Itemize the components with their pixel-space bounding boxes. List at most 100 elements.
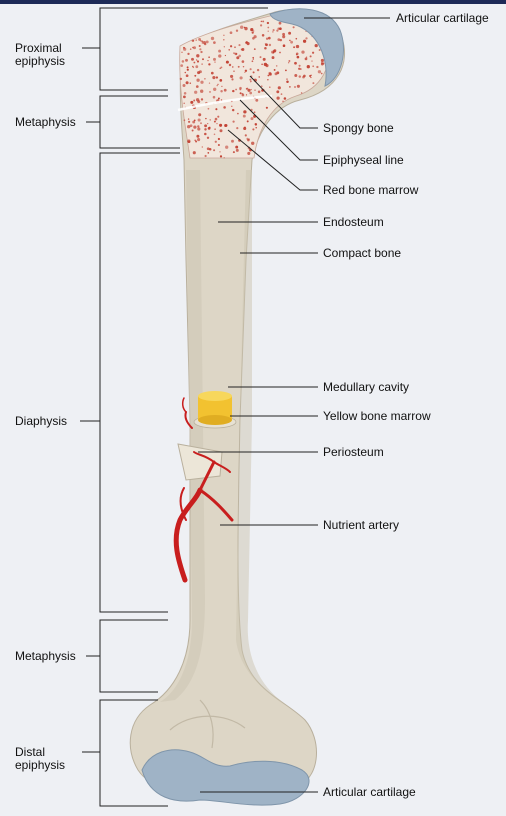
spongy-speck xyxy=(187,139,191,143)
spongy-speck xyxy=(200,80,204,84)
spongy-speck xyxy=(240,25,244,29)
spongy-speck xyxy=(252,71,255,74)
spongy-speck xyxy=(282,44,286,47)
spongy-speck xyxy=(269,86,271,88)
spongy-speck xyxy=(277,86,281,90)
spongy-speck xyxy=(250,28,254,32)
spongy-speck xyxy=(272,31,274,33)
label-articular-cartilage-bottom: Articular cartilage xyxy=(323,785,416,799)
spongy-speck xyxy=(213,87,217,91)
spongy-speck xyxy=(214,117,218,121)
spongy-speck xyxy=(196,134,200,138)
spongy-speck xyxy=(279,27,282,31)
spongy-speck xyxy=(216,122,218,125)
spongy-speck xyxy=(305,37,308,40)
spongy-speck xyxy=(254,123,257,126)
spongy-speck xyxy=(320,61,323,64)
spongy-speck xyxy=(217,137,221,141)
spongy-speck xyxy=(217,97,220,100)
spongy-speck xyxy=(247,151,251,155)
spongy-speck xyxy=(233,70,235,72)
spongy-speck xyxy=(301,50,305,54)
spongy-speck xyxy=(235,145,239,149)
spongy-speck xyxy=(276,29,279,32)
spongy-speck xyxy=(260,20,263,23)
spongy-speck xyxy=(265,37,269,40)
spongy-speck xyxy=(251,141,255,145)
spongy-speck xyxy=(258,76,260,78)
spongy-speck xyxy=(213,41,216,44)
spongy-speck xyxy=(249,91,253,95)
spongy-speck xyxy=(198,37,202,41)
spongy-speck xyxy=(185,58,188,62)
spongy-speck xyxy=(239,76,243,80)
spongy-speck xyxy=(216,84,218,87)
spongy-speck xyxy=(223,157,225,159)
spongy-speck xyxy=(231,139,234,143)
label-periosteum: Periosteum xyxy=(323,445,384,459)
spongy-speck xyxy=(228,49,230,51)
spongy-speck xyxy=(232,89,235,93)
spongy-speck xyxy=(195,85,199,88)
spongy-speck xyxy=(264,46,267,50)
spongy-speck xyxy=(197,118,201,122)
label-endosteum: Endosteum xyxy=(323,215,384,229)
spongy-speck xyxy=(232,151,235,154)
spongy-speck xyxy=(200,122,202,125)
spongy-speck xyxy=(220,66,223,69)
spongy-speck xyxy=(241,60,245,63)
spongy-speck xyxy=(197,138,201,142)
spongy-speck xyxy=(259,56,262,59)
spongy-speck xyxy=(267,79,269,81)
spongy-speck xyxy=(241,92,244,95)
spongy-speck xyxy=(194,74,197,77)
spongy-speck xyxy=(275,65,278,67)
spongy-speck xyxy=(294,86,296,88)
spongy-speck xyxy=(254,89,256,91)
spongy-speck xyxy=(209,119,211,121)
spongy-speck xyxy=(253,111,256,114)
spongy-speck xyxy=(198,44,201,48)
spongy-speck xyxy=(236,56,240,60)
spongy-speck xyxy=(290,40,293,44)
label-spongy-bone: Spongy bone xyxy=(323,121,394,135)
spongy-bone-texture xyxy=(179,17,327,159)
spongy-speck xyxy=(305,56,308,58)
label-nutrient-artery: Nutrient artery xyxy=(323,518,400,532)
spongy-speck xyxy=(209,90,211,93)
spongy-speck xyxy=(231,78,234,81)
spongy-speck xyxy=(288,62,290,64)
spongy-speck xyxy=(183,95,186,99)
spongy-speck xyxy=(296,84,300,88)
spongy-speck xyxy=(224,54,227,57)
spongy-speck xyxy=(239,92,242,95)
spongy-speck xyxy=(192,39,195,42)
spongy-speck xyxy=(298,64,301,67)
spongy-speck xyxy=(251,75,253,77)
spongy-speck xyxy=(303,74,306,78)
spongy-speck xyxy=(223,46,225,48)
label-proximal-epiphysis: Proximal epiphysis xyxy=(15,41,66,68)
spongy-speck xyxy=(253,48,256,50)
spongy-speck xyxy=(193,46,196,50)
spongy-speck xyxy=(186,66,189,69)
label-epiphyseal-line: Epiphyseal line xyxy=(323,153,404,167)
spongy-speck xyxy=(237,65,240,68)
spongy-speck xyxy=(273,49,277,53)
spongy-speck xyxy=(219,151,221,153)
spongy-speck xyxy=(191,129,194,132)
spongy-speck xyxy=(266,21,270,25)
spongy-speck xyxy=(200,98,204,101)
spongy-speck xyxy=(215,108,218,111)
spongy-speck xyxy=(252,56,254,59)
spongy-speck xyxy=(243,110,247,114)
spongy-speck xyxy=(217,115,220,118)
spongy-speck xyxy=(242,114,246,118)
spongy-speck xyxy=(204,132,207,136)
spongy-speck xyxy=(183,92,187,95)
spongy-speck xyxy=(223,88,227,92)
spongy-speck xyxy=(244,134,247,137)
spongy-speck xyxy=(257,90,261,94)
spongy-speck xyxy=(219,79,223,82)
